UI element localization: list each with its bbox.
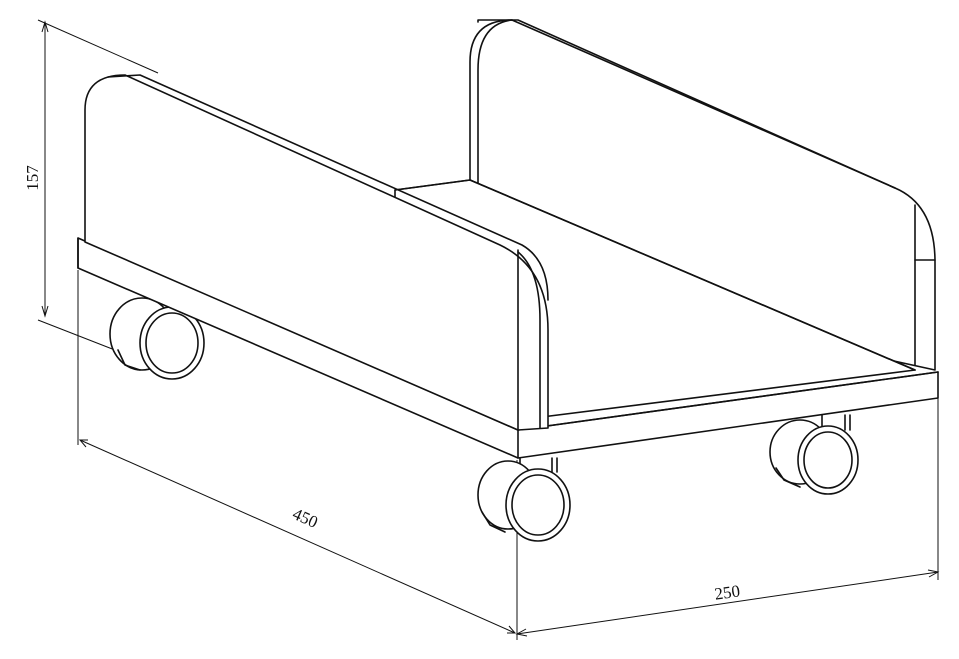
length-dimension-label: 450 <box>290 504 321 532</box>
caster-back-right <box>769 414 859 495</box>
height-dimension-label: 157 <box>23 165 42 191</box>
width-dimension-label: 250 <box>713 581 741 603</box>
length-dimension: 450 <box>78 439 517 634</box>
height-dimension: 157 <box>23 20 49 318</box>
caster-front-right <box>477 457 571 542</box>
width-dimension: 250 <box>515 569 940 637</box>
front-side-panel <box>84 74 549 431</box>
